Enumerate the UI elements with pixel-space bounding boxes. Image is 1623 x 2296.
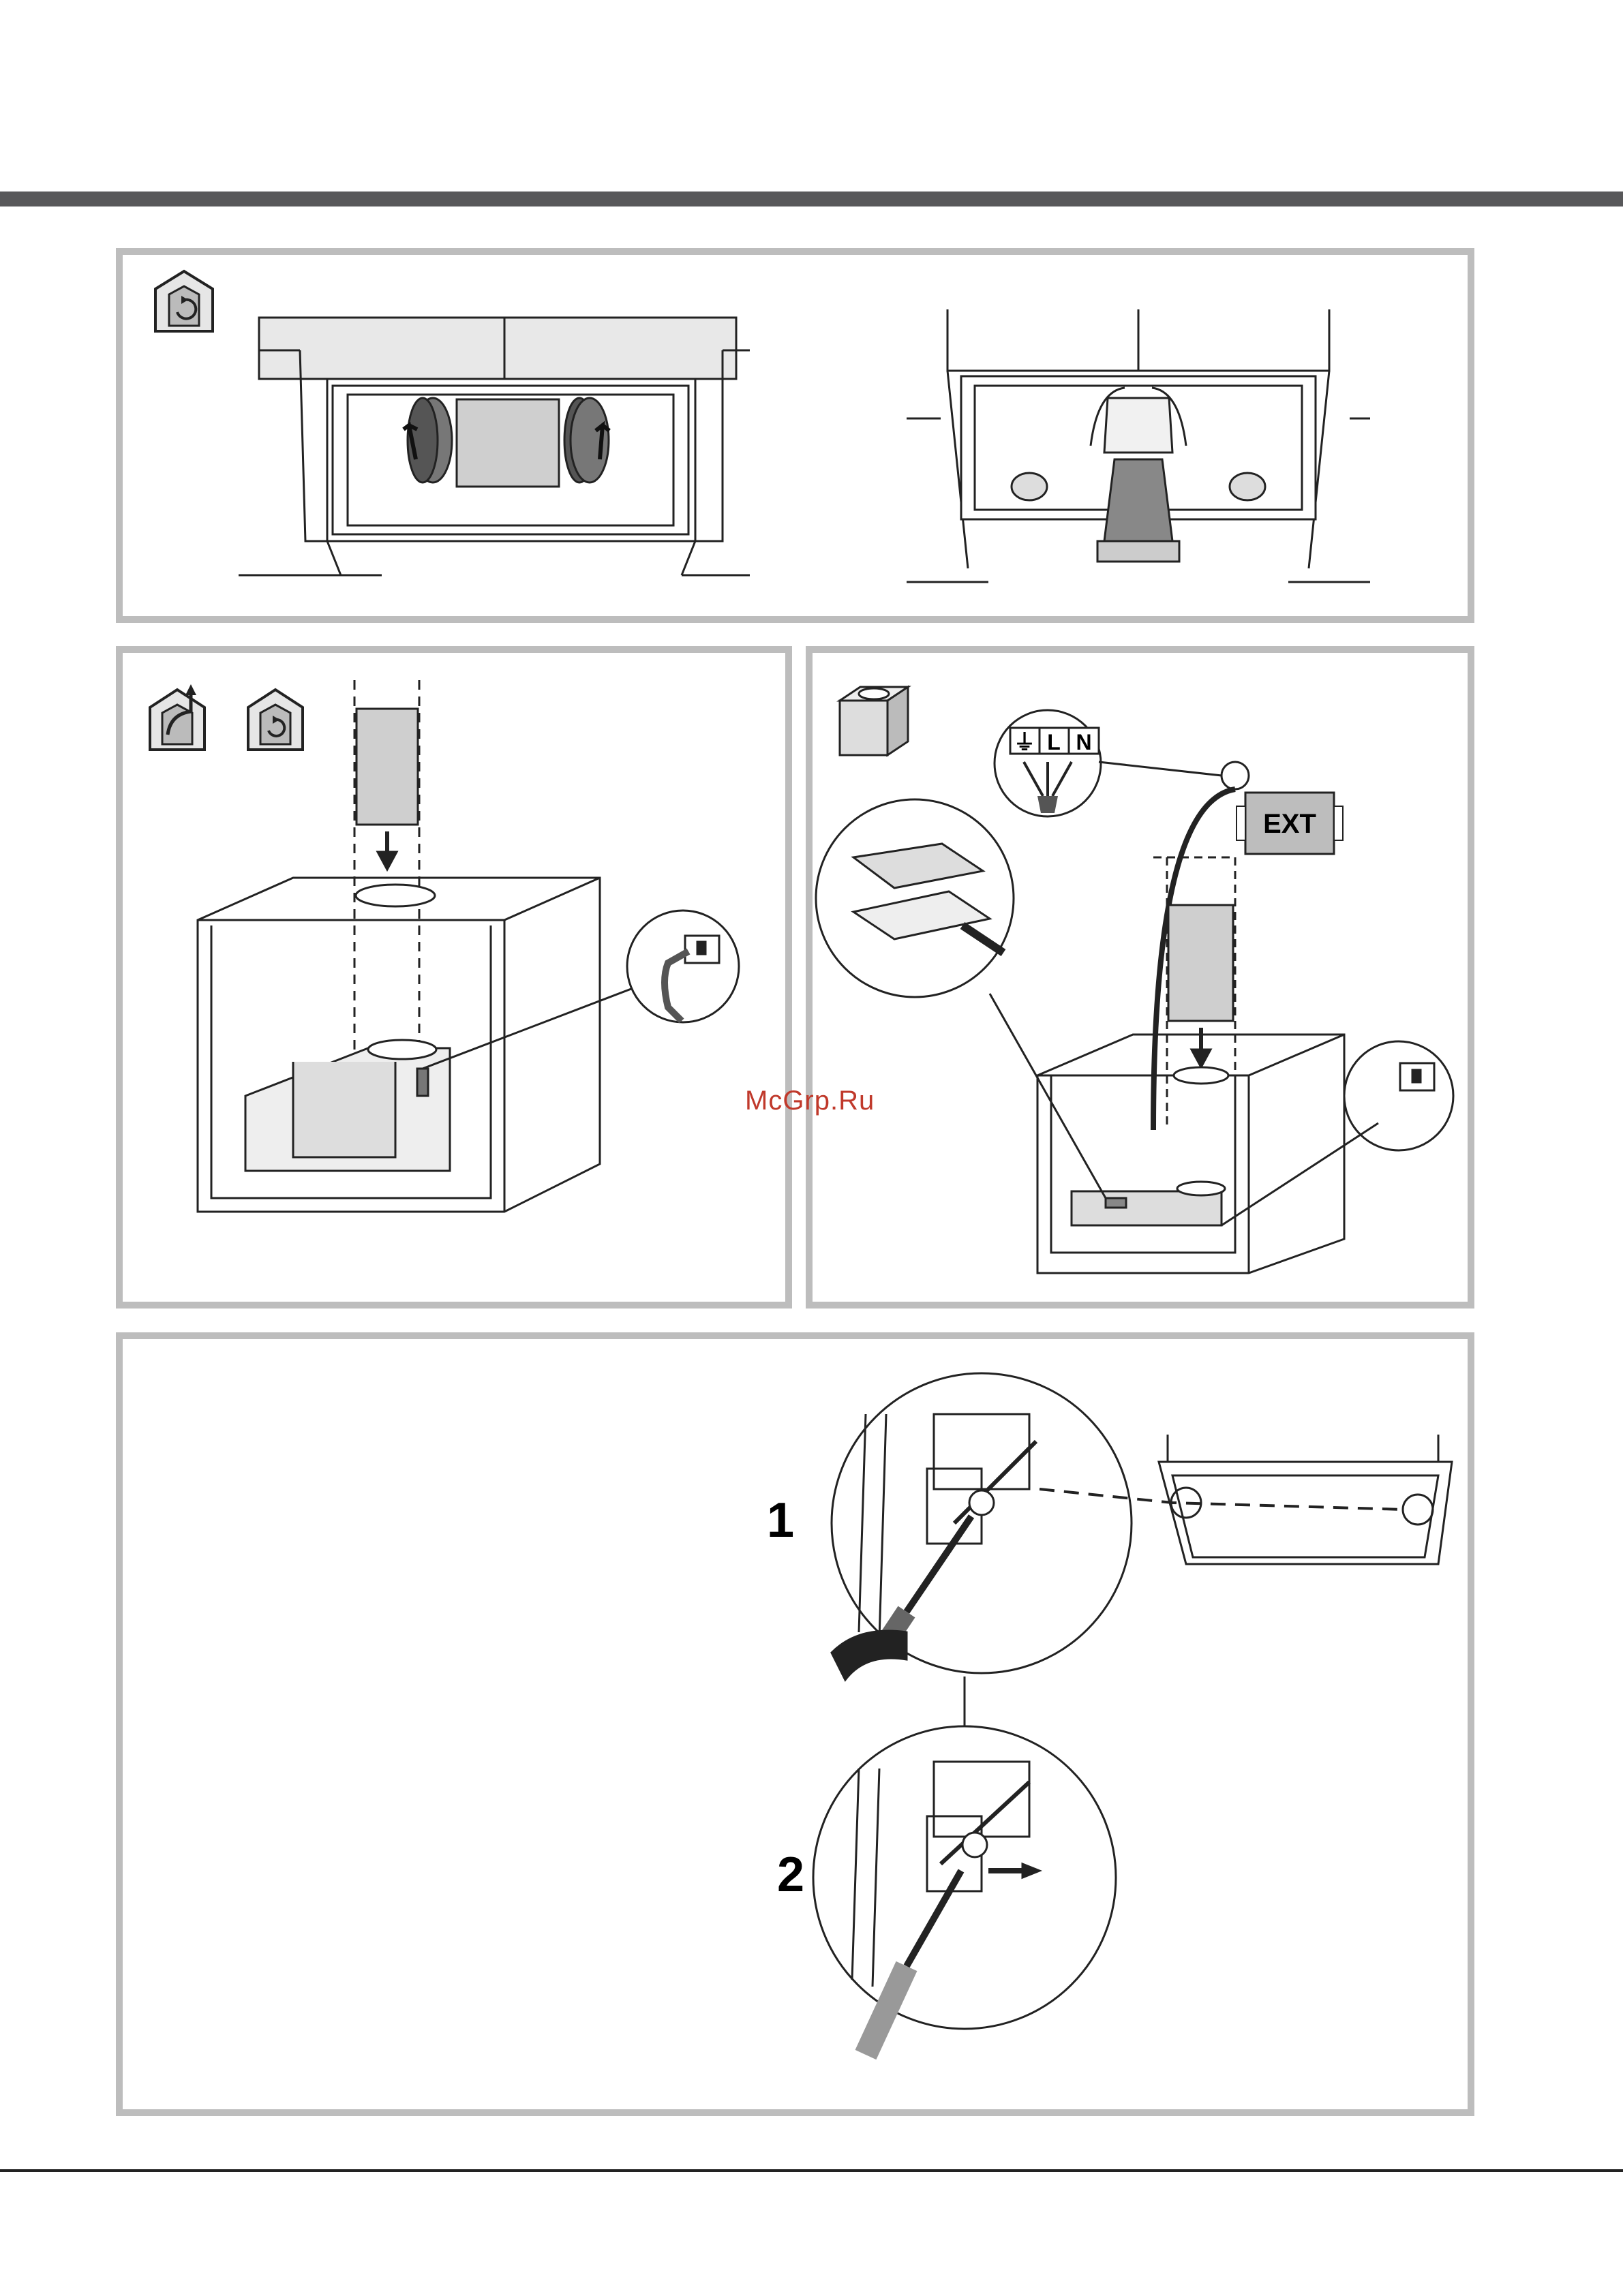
panel-electrical-connection: ⏚ L N EXT (806, 646, 1474, 1308)
terminal-block-callout (816, 799, 1014, 997)
duct-block-icon (840, 687, 908, 755)
step-1-label: 1 (767, 1493, 794, 1548)
duct-installation-illustration (123, 653, 785, 1302)
live-label: L (1047, 730, 1061, 754)
detail-step-1 (832, 1373, 1132, 1680)
step-2-label: 2 (777, 1848, 804, 1902)
cabinet-with-ext-duct (990, 762, 1453, 1273)
ext-label: EXT (1263, 809, 1316, 839)
cabinet-with-duct (198, 680, 739, 1212)
footer-line (0, 2169, 1623, 2172)
house-recirculation-icon (248, 690, 303, 750)
neutral-label: N (1076, 730, 1091, 754)
earth-label: ⏚ (1014, 730, 1035, 754)
house-extraction-icon (150, 684, 204, 750)
panel-fixing-screws: 1 2 (116, 1332, 1474, 2116)
fixing-screws-illustration: 1 2 (123, 1339, 1468, 2109)
header-bar (0, 192, 1623, 206)
ext-junction: EXT (1222, 762, 1343, 854)
hood-left-charcoal-filters (239, 318, 750, 575)
wiring-terminal-callout: ⏚ L N (995, 710, 1101, 816)
panel-duct-installation (116, 646, 792, 1308)
detail-step-2 (813, 1726, 1116, 2055)
filter-installation-illustration (123, 255, 1468, 616)
panel-filter-installation (116, 248, 1474, 623)
watermark: McGrp.Ru (745, 1086, 875, 1116)
electrical-connection-illustration: ⏚ L N EXT (813, 653, 1468, 1302)
house-recirculation-icon (155, 271, 213, 331)
hood-right-grease-filter (907, 309, 1370, 582)
